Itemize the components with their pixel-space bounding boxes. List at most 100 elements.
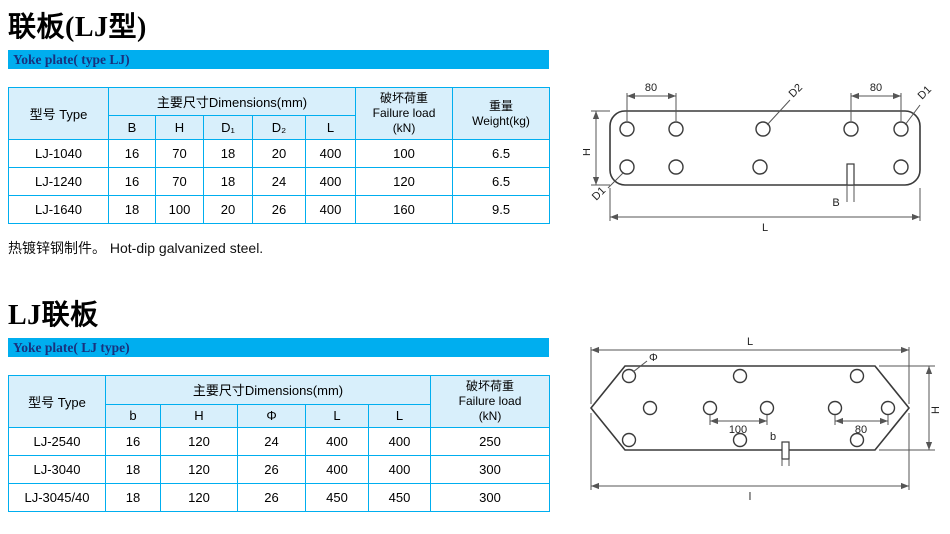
dim-phi-label: Φ [649, 352, 658, 364]
cell-value: 18 [108, 195, 156, 225]
dim-80-right-label: 80 [870, 82, 882, 94]
failure-header-en: Failure load [372, 106, 436, 121]
table-lj-plate: 型号 Type 主要尺寸Dimensions(mm) 破坏荷重 Failure … [8, 375, 551, 513]
dim-D1-bottom-label: D1 [590, 185, 608, 203]
cell-model: LJ-3040 [8, 455, 106, 485]
cell-value: 16 [108, 167, 156, 197]
dimension-L: L [609, 188, 921, 234]
dim-L-top-label: L [747, 336, 753, 348]
cell-value: 300 [430, 483, 551, 513]
col-header-phi: Φ [237, 403, 306, 429]
col-header-failure-load: 破坏荷重 Failure load (kN) [355, 87, 454, 141]
cell-value: 70 [155, 167, 204, 197]
cell-model: LJ-1040 [8, 139, 109, 169]
dimension-l-bottom: l [590, 413, 910, 503]
weight-header-en: Weight(kg) [472, 113, 530, 128]
cell-value: 400 [304, 167, 357, 197]
diagram-yoke-plate-type-lj: 80 D2 80 D1 [581, 80, 943, 247]
col-header-L2: L [367, 403, 432, 429]
col-header-H: H [160, 403, 238, 429]
header-row-1: 型号 Type 主要尺寸Dimensions(mm) 破坏荷重 Failure … [8, 375, 551, 429]
section-lj-type: 联板(LJ型) Yoke plate( type LJ) 型号 Type 主要尺… [8, 12, 551, 258]
holes [619, 121, 909, 175]
failure-header-zh: 破坏荷重 [466, 379, 515, 394]
leader-D1-top: D1 [904, 84, 934, 126]
table-row: LJ-3040 18 120 26 400 400 300 [8, 455, 551, 485]
cell-value: 24 [237, 427, 306, 457]
weight-header-zh: 重量 [489, 98, 514, 113]
cell-value: 6.5 [452, 139, 551, 169]
cell-value: 24 [252, 167, 306, 197]
header-row-1: 型号 Type 主要尺寸Dimensions(mm) 破坏荷重 Failure … [8, 87, 551, 141]
table-row: LJ-1240 16 70 18 24 400 120 6.5 [8, 167, 551, 197]
header-row-2: b H Φ L L [9, 403, 550, 429]
cell-model: LJ-2540 [8, 427, 106, 457]
cell-value: 450 [305, 483, 369, 513]
section1-banner-label: Yoke plate( type LJ) [13, 52, 130, 68]
cell-value: 20 [252, 139, 306, 169]
dim-D2-label: D2 [787, 82, 805, 100]
cell-value: 18 [203, 167, 253, 197]
dim-L-label: L [762, 222, 768, 234]
col-header-failure-load: 破坏荷重 Failure load (kN) [430, 375, 551, 429]
dimension-80: 80 [834, 415, 889, 436]
cell-value: 250 [430, 427, 551, 457]
cell-value: 120 [355, 167, 454, 197]
dimension-80-left: 80 [626, 82, 677, 121]
cell-value: 100 [355, 139, 454, 169]
cell-value: 16 [108, 139, 156, 169]
col-header-D2: D₂ [252, 115, 306, 141]
slot-b [781, 441, 790, 460]
section1-banner: Yoke plate( type LJ) [8, 50, 549, 70]
dimension-B: B [832, 185, 855, 209]
cell-model: LJ-1240 [8, 167, 109, 197]
cell-value: 400 [305, 427, 369, 457]
section2-banner-label: Yoke plate( LJ type) [13, 340, 130, 356]
cell-value: 120 [160, 427, 238, 457]
cell-value: 20 [203, 195, 253, 225]
failure-header-unit: (kN) [392, 121, 416, 136]
dimension-100: 100 [709, 415, 768, 436]
cell-value: 400 [367, 427, 432, 457]
dim-100-label: 100 [729, 424, 747, 436]
diagram-yoke-plate-lj-type: L Φ 100 80 [583, 333, 945, 534]
plate-outline [589, 365, 911, 451]
col-header-L: L [304, 115, 357, 141]
dimension-80-right: 80 [850, 82, 902, 121]
table-lj-type: 型号 Type 主要尺寸Dimensions(mm) 破坏荷重 Failure … [8, 87, 551, 225]
table-row: LJ-1640 18 100 20 26 400 160 9.5 [8, 195, 551, 225]
cell-value: 400 [304, 139, 357, 169]
cell-value: 450 [367, 483, 432, 513]
cell-model: LJ-3045/40 [8, 483, 106, 513]
cell-value: 120 [160, 455, 238, 485]
cell-value: 160 [355, 195, 454, 225]
dim-H-label: H [583, 148, 593, 156]
left-column: 联板(LJ型) Yoke plate( type LJ) 型号 Type 主要尺… [8, 12, 551, 513]
dimension-b: b [770, 431, 790, 466]
cell-value: 26 [237, 455, 306, 485]
dim-H-label: H [930, 406, 942, 414]
col-header-B: B [108, 115, 156, 141]
dimension-L-top: L [590, 336, 910, 404]
technical-drawing-1: 80 D2 80 D1 [581, 82, 934, 234]
section2-banner: Yoke plate( LJ type) [8, 338, 549, 358]
col-header-dimensions: 主要尺寸Dimensions(mm) [107, 87, 357, 117]
section-lj-plate: LJ联板 Yoke plate( LJ type) 型号 Type 主要尺寸Di… [8, 300, 551, 513]
section1-title: 联板(LJ型) [8, 12, 147, 43]
table-row: LJ-3045/40 18 120 26 450 450 300 [8, 483, 551, 513]
leader-D2: D2 [766, 82, 805, 126]
cell-value: 400 [305, 455, 369, 485]
dim-b-label: b [770, 431, 776, 443]
cell-value: 26 [237, 483, 306, 513]
cell-value: 120 [160, 483, 238, 513]
technical-drawing-2: L Φ 100 80 [589, 336, 942, 503]
holes [621, 368, 896, 448]
col-header-D1: D₁ [203, 115, 253, 141]
col-header-type: 型号 Type [8, 87, 109, 141]
cell-value: 9.5 [452, 195, 551, 225]
cell-value: 26 [252, 195, 306, 225]
dimension-H: H [581, 110, 610, 186]
cell-value: 16 [105, 427, 161, 457]
leader-phi: Φ [632, 352, 658, 373]
